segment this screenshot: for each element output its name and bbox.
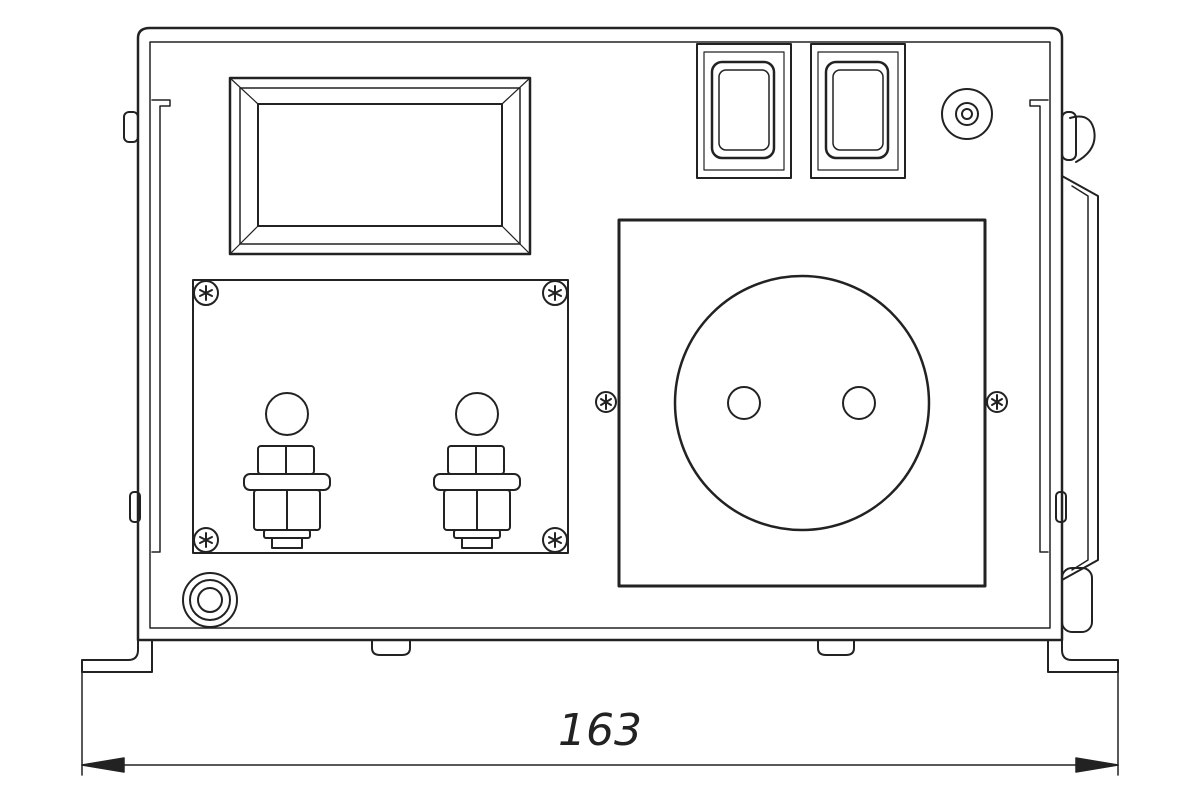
indicator-led xyxy=(941,88,993,140)
screw xyxy=(595,391,617,413)
fuse-holder xyxy=(182,572,238,628)
display-window xyxy=(228,76,532,256)
dimension-label: 163 xyxy=(558,705,642,756)
output-terminal-left xyxy=(243,392,331,549)
screw xyxy=(542,280,568,306)
output-terminal-right xyxy=(433,392,521,549)
dimension-line xyxy=(81,671,1119,776)
screw xyxy=(193,280,219,306)
socket-plate xyxy=(595,218,1008,588)
housing xyxy=(81,26,1119,673)
screw xyxy=(193,527,219,553)
terminal-plate xyxy=(192,279,569,554)
rocker-switch-left xyxy=(696,43,792,179)
screw xyxy=(542,527,568,553)
rocker-switch-right xyxy=(810,43,906,179)
screw xyxy=(986,391,1008,413)
power-socket xyxy=(673,274,931,532)
